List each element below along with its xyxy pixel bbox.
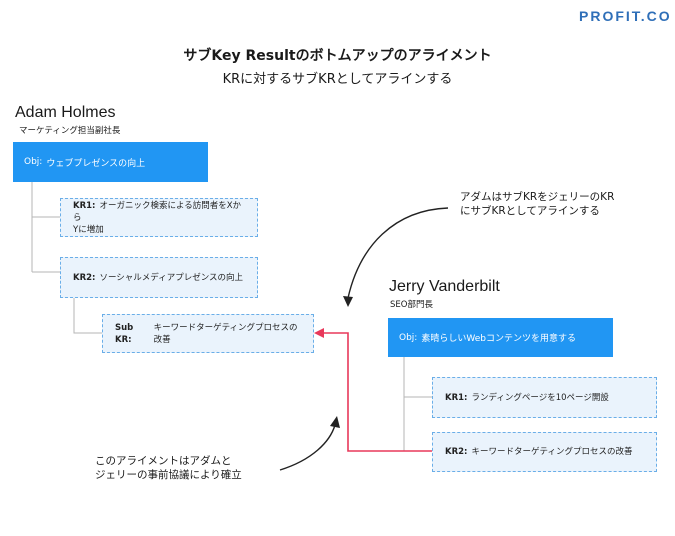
alignment-arrow-head	[314, 328, 324, 338]
adam-kr1-text-line1: オーガニック検索による訪問者をXから	[73, 200, 242, 223]
adam-kr1-text-line2: Yに増加	[73, 224, 104, 235]
jerry-kr1-text: ランディングページを10ページ開設	[471, 392, 609, 403]
jerry-obj-text: 素晴らしいWebコンテンツを用意する	[421, 334, 576, 344]
jerry-name: Jerry Vanderbilt	[389, 278, 500, 295]
jerry-kr2-text: キーワードターゲティングプロセスの改善	[471, 447, 633, 457]
top-note-line2: にサブKRとしてアラインする	[460, 205, 600, 217]
adam-kr2-subkr-line	[73, 298, 102, 334]
adam-obj-label: Obj:	[24, 157, 43, 167]
adam-subkr-text: キーワードターゲティングプロセスの改善	[153, 322, 298, 345]
jerry-kr2: KR2: キーワードターゲティングプロセスの改善	[432, 432, 657, 472]
bottom-note-arrow-head	[330, 416, 340, 428]
bottom-annotation: このアライメントはアダムと ジェリーの事前協議により確立	[95, 454, 242, 482]
diagram-subtitle: KRに対するサブKRとしてアラインする	[222, 72, 453, 87]
adam-kr2-label: KR2:	[73, 272, 96, 283]
bottom-note-line1: このアライメントはアダムと	[95, 455, 232, 467]
top-annotation: アダムはサブKRをジェリーのKR にサブKRとしてアラインする	[460, 190, 614, 218]
profitco-logo: PROFIT.CO	[579, 8, 672, 24]
jerry-role: SEO部門長	[390, 300, 433, 310]
alignment-arrow	[322, 332, 432, 452]
adam-role: マーケティング担当副社長	[19, 126, 121, 136]
adam-kr1: KR1:オーガニック検索による訪問者をXから Yに増加	[60, 198, 258, 237]
adam-sub-kr: Sub KR: キーワードターゲティングプロセスの改善	[102, 314, 314, 353]
jerry-kr1-label: KR1:	[445, 392, 468, 403]
diagram-title: サブKey Resultのボトムアップのアライメント	[183, 48, 492, 64]
jerry-kr1: KR1: ランディングページを10ページ開設	[432, 377, 657, 418]
adam-tree-line	[31, 182, 60, 273]
adam-subkr-label: Sub KR:	[115, 322, 134, 345]
adam-name: Adam Holmes	[15, 104, 116, 121]
adam-kr2-text: ソーシャルメディアプレゼンスの向上	[99, 272, 244, 283]
adam-kr1-label: KR1:	[73, 200, 96, 211]
adam-obj-text: ウェブプレゼンスの向上	[46, 158, 146, 169]
top-note-arrow-head	[343, 296, 353, 307]
adam-kr2: KR2: ソーシャルメディアプレゼンスの向上	[60, 257, 258, 298]
bottom-note-line2: ジェリーの事前協議により確立	[95, 469, 242, 481]
jerry-tree-line	[403, 357, 432, 452]
jerry-obj-label: Obj:	[399, 332, 418, 343]
top-note-arrow	[347, 207, 449, 299]
adam-objective: Obj: ウェブプレゼンスの向上	[13, 142, 208, 182]
jerry-objective: Obj: 素晴らしいWebコンテンツを用意する	[388, 318, 613, 357]
jerry-kr2-label: KR2:	[445, 447, 468, 457]
bottom-note-arrow	[279, 424, 336, 471]
top-note-line1: アダムはサブKRをジェリーのKR	[460, 191, 615, 203]
